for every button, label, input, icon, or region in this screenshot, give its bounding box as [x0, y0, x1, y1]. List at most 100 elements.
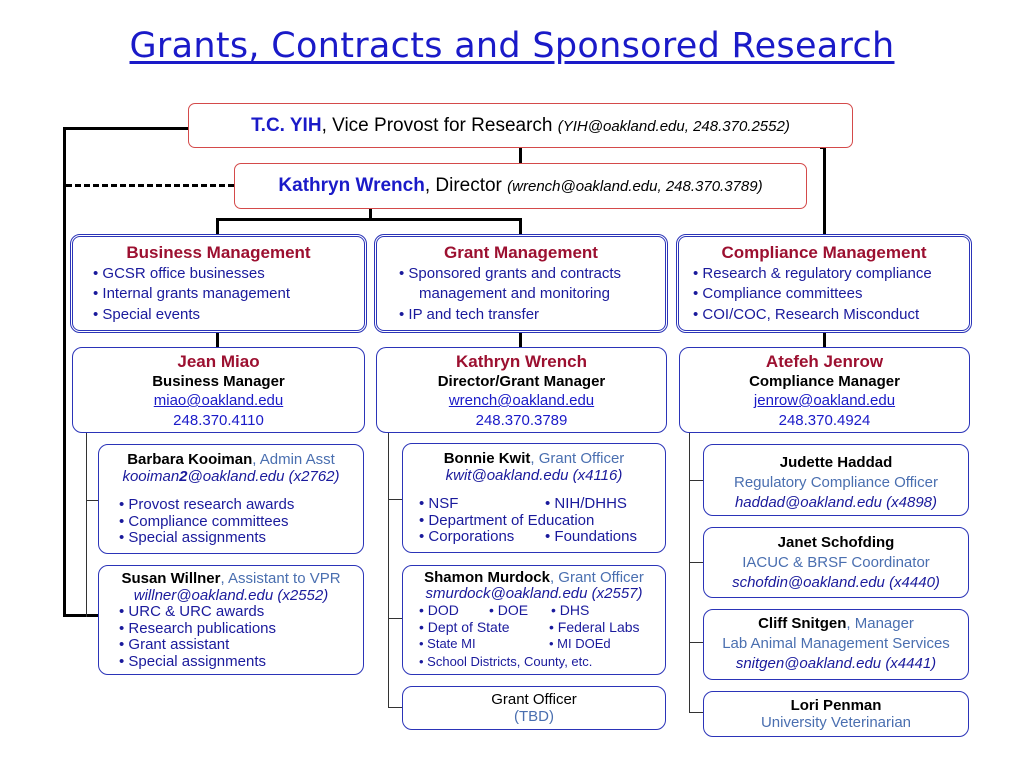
- staff-name: Lori Penman: [790, 697, 882, 714]
- manager-title: Director/Grant Manager: [437, 372, 606, 390]
- unit-business-management: Business Management GCSR office business…: [70, 234, 367, 333]
- connector-grant-staff-3: [388, 707, 403, 708]
- director-name: Kathryn Wrench: [278, 175, 425, 196]
- connector-to-grant: [519, 218, 522, 236]
- vp-box: T.C. YIH, Vice Provost for Research (YIH…: [188, 103, 853, 148]
- staff-box-penman: Lori Penman University Veterinarian: [703, 691, 969, 737]
- unit-compliance-management: Compliance Management Research & regulat…: [676, 234, 972, 333]
- staff-box-snitgen: Cliff Snitgen, Manager Lab Animal Manage…: [703, 609, 969, 680]
- unit-item: Special events: [93, 305, 364, 326]
- manager-name: Jean Miao: [177, 352, 260, 371]
- connector-compliance-staff-1: [689, 480, 704, 481]
- staff-email: schofdin@oakland.edu (x4440): [732, 574, 940, 591]
- agency: DOE: [489, 602, 528, 619]
- staff-name: Barbara Kooiman: [127, 451, 253, 468]
- connector-compliance-staff-v: [689, 430, 690, 713]
- vp-contact: (YIH@oakland.edu, 248.370.2552): [557, 118, 790, 135]
- agency: Dept of State: [419, 619, 510, 635]
- manager-box-compliance: Atefeh Jenrow Compliance Manager jenrow@…: [679, 347, 970, 433]
- staff-title: Grant Officer: [491, 691, 577, 708]
- staff-name: Shamon Murdock: [424, 569, 550, 586]
- unit-item: management and monitoring: [419, 285, 610, 302]
- agency: NSF: [419, 495, 458, 512]
- manager-name: Kathryn Wrench: [456, 352, 587, 371]
- staff-name: Cliff Snitgen: [758, 615, 847, 632]
- agency: School Districts, County, etc.: [419, 654, 592, 669]
- manager-email-link[interactable]: miao@oakland.edu: [153, 392, 284, 409]
- staff-box-willner: Susan Willner, Assistant to VPR willner@…: [98, 565, 364, 675]
- staff-role: Regulatory Compliance Officer: [734, 474, 938, 491]
- connector-bar: [216, 218, 522, 221]
- staff-box-kooiman: Barbara Kooiman, Admin Asst kooiman2@oak…: [98, 444, 364, 554]
- staff-note: (TBD): [514, 708, 554, 725]
- connector-grant-staff-2: [388, 618, 403, 619]
- staff-name: Janet Schofding: [777, 534, 895, 551]
- connector-left-trunk: [63, 127, 66, 617]
- connector-vp-director: [519, 148, 522, 164]
- manager-phone: 248.370.4924: [778, 411, 871, 429]
- staff-email: smurdock@oakland.edu (x2557): [425, 585, 643, 602]
- staff-role: , Manager: [846, 615, 914, 632]
- staff-duty: Special assignments: [119, 653, 363, 671]
- agency: State MI: [419, 636, 476, 651]
- agency-row: State MI MI DOEd: [419, 635, 665, 653]
- agency-row: Dept of State Federal Labs: [419, 619, 665, 636]
- manager-box-business: Jean Miao Business Manager miao@oakland.…: [72, 347, 365, 433]
- staff-role: , Grant Officer: [530, 450, 625, 467]
- connector-left-to-willner: [63, 614, 99, 617]
- manager-phone: 248.370.4110: [173, 411, 264, 429]
- connector-business-staff-1: [86, 500, 99, 501]
- agency-row: NSF NIH/DHHS: [419, 495, 665, 513]
- staff-box-kwit: Bonnie Kwit, Grant Officer kwit@oakland.…: [402, 443, 666, 553]
- agency: Department of Education: [419, 512, 594, 529]
- connector-vp-left-h: [63, 127, 189, 130]
- agency: Corporations: [419, 528, 514, 545]
- unit-item: Sponsored grants and contracts: [399, 264, 665, 285]
- agency-row: School Districts, County, etc.: [419, 653, 665, 671]
- unit-heading: Grant Management: [444, 243, 598, 262]
- vp-role: , Vice Provost for Research: [321, 115, 558, 136]
- manager-title: Business Manager: [152, 372, 285, 390]
- unit-item: Research & regulatory compliance: [693, 264, 969, 285]
- connector-grant-staff-1: [388, 499, 403, 500]
- staff-header: Bonnie Kwit, Grant Officer: [403, 450, 665, 467]
- manager-title: Compliance Manager: [749, 372, 900, 390]
- manager-email-link[interactable]: wrench@oakland.edu: [448, 392, 595, 409]
- staff-email: haddad@oakland.edu (x4898): [734, 494, 938, 511]
- staff-name: Bonnie Kwit: [443, 450, 531, 467]
- staff-email: kooiman2@oakland.edu (x2762): [99, 468, 363, 485]
- connector-compliance-manager: [823, 332, 826, 348]
- agency: Federal Labs: [549, 619, 640, 636]
- staff-email-part: @oakland.edu (x2762): [187, 468, 340, 485]
- connector-right-trunk: [823, 146, 826, 236]
- agency: DHS: [551, 602, 590, 619]
- staff-duty: Provost research awards: [119, 496, 363, 514]
- connector-compliance-staff-3: [689, 642, 704, 643]
- staff-email: snitgen@oakland.edu (x4441): [735, 655, 937, 672]
- staff-header: Susan Willner, Assistant to VPR: [99, 570, 363, 588]
- staff-header: Barbara Kooiman, Admin Asst: [99, 451, 363, 468]
- staff-box-haddad: Judette Haddad Regulatory Compliance Off…: [703, 444, 969, 516]
- unit-item: Internal grants management: [93, 284, 364, 305]
- agency-row: Corporations Foundations: [419, 528, 665, 546]
- unit-item: GCSR office businesses: [93, 264, 364, 285]
- staff-email-part: kooiman: [122, 468, 180, 485]
- connector-grant-manager: [519, 332, 522, 348]
- staff-duty: Grant assistant: [119, 636, 363, 654]
- staff-role: University Veterinarian: [760, 714, 912, 731]
- connector-business-manager: [216, 332, 219, 348]
- agency: MI DOEd: [549, 635, 610, 653]
- staff-role: Lab Animal Management Services: [722, 635, 950, 652]
- connector-dashed: [66, 184, 234, 187]
- agency: Foundations: [545, 528, 637, 546]
- unit-grant-management: Grant Management Sponsored grants and co…: [374, 234, 668, 333]
- staff-name: Judette Haddad: [779, 454, 893, 471]
- agency: NIH/DHHS: [545, 495, 627, 513]
- manager-email-link[interactable]: jenrow@oakland.edu: [753, 392, 896, 409]
- staff-box-grant-officer-tbd: Grant Officer (TBD): [402, 686, 666, 730]
- connector-compliance-staff-4: [689, 712, 704, 713]
- staff-header: Cliff Snitgen, Manager: [704, 614, 968, 634]
- unit-item: IP and tech transfer: [399, 305, 665, 326]
- director-box: Kathryn Wrench, Director (wrench@oakland…: [234, 163, 807, 209]
- staff-duty: Research publications: [119, 620, 363, 638]
